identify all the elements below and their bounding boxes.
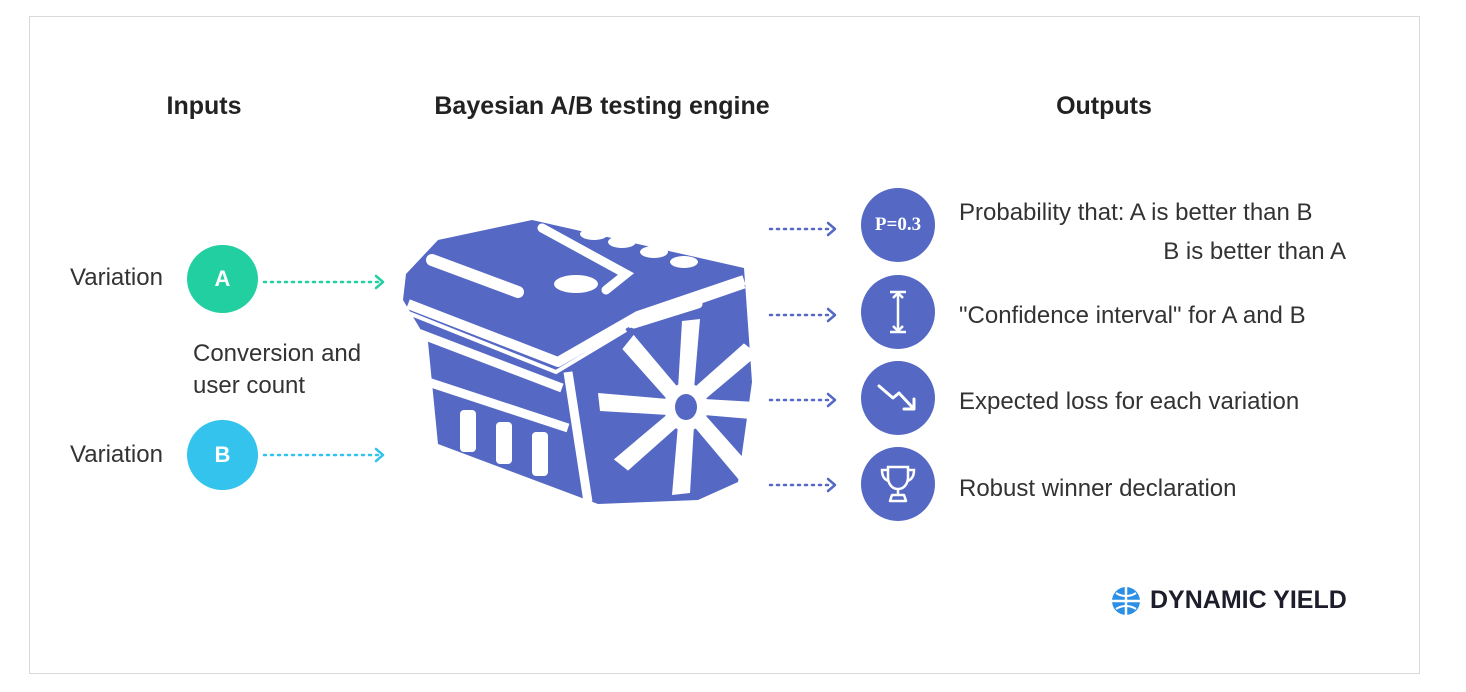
variation-a-label: Variation [70, 264, 163, 291]
input-description-line1: Conversion and [193, 340, 362, 367]
variation-b-badge: B [187, 420, 258, 490]
confidence-text: "Confidence interval" for A and B [959, 302, 1306, 329]
loss-arrow [768, 392, 837, 408]
loss-text: Expected loss for each variation [959, 388, 1300, 415]
loss-output-circle [861, 361, 935, 435]
interval-icon [890, 290, 906, 334]
trend-down-icon [877, 384, 916, 411]
probability-badge: P=0.3 [861, 188, 935, 262]
inputs-heading: Inputs [166, 92, 242, 120]
confidence-arrow [768, 307, 837, 323]
probability-text-line2: B is better than A [1163, 238, 1346, 265]
engine-illustration-icon [398, 220, 758, 504]
confidence-output-circle [861, 275, 935, 349]
outputs-heading: Outputs [1056, 92, 1152, 120]
winner-arrow [768, 477, 837, 493]
brand-name: DYNAMIC YIELD [1150, 586, 1347, 614]
trophy-icon [880, 465, 916, 503]
winner-text: Robust winner declaration [959, 475, 1237, 502]
probability-text-line1: Probability that: A is better than B [959, 199, 1313, 226]
probability-arrow [768, 221, 837, 237]
input-description-line2: user count [193, 372, 306, 399]
variation-a-arrow [262, 274, 385, 290]
globe-logo-icon [1112, 587, 1140, 615]
variation-b-arrow [262, 447, 385, 463]
variation-a-badge: A [187, 245, 258, 313]
winner-output-circle [861, 447, 935, 521]
engine-heading: Bayesian A/B testing engine [434, 92, 770, 120]
variation-b-label: Variation [70, 441, 163, 468]
